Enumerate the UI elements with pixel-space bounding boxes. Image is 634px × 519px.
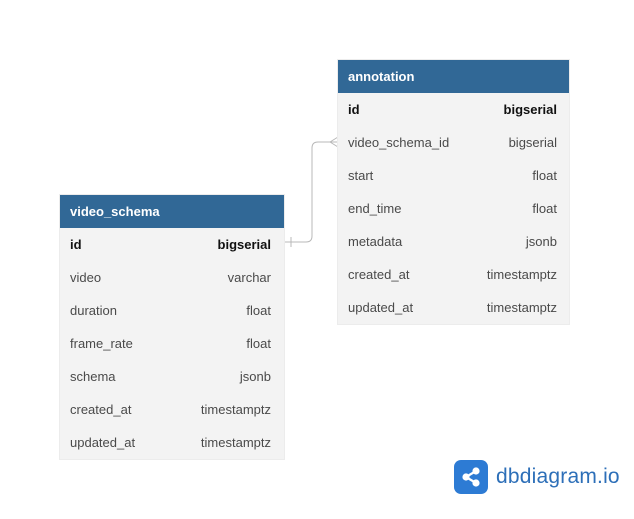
table-row[interactable]: frame_rate float bbox=[60, 327, 284, 360]
table-row[interactable]: duration float bbox=[60, 294, 284, 327]
column-type: bigserial bbox=[503, 102, 557, 117]
brand-wordmark: dbdiagram bbox=[496, 465, 598, 488]
table-video-schema[interactable]: video_schema id bigserial video varchar … bbox=[60, 195, 284, 459]
table-row[interactable]: created_at timestamptz bbox=[60, 393, 284, 426]
column-name: video bbox=[70, 270, 102, 285]
column-name: schema bbox=[70, 369, 116, 384]
column-name: updated_at bbox=[348, 300, 414, 315]
column-type: varchar bbox=[227, 270, 271, 285]
column-name: end_time bbox=[348, 201, 402, 216]
table-row[interactable]: id bigserial bbox=[338, 93, 569, 126]
column-type: jsonb bbox=[525, 234, 557, 249]
column-name: metadata bbox=[348, 234, 403, 249]
column-name: id bbox=[70, 237, 82, 252]
column-name: duration bbox=[70, 303, 117, 318]
column-name: start bbox=[348, 168, 374, 183]
column-type: timestamptz bbox=[200, 402, 271, 417]
column-type: timestamptz bbox=[200, 435, 271, 450]
table-header[interactable]: annotation bbox=[338, 60, 569, 93]
column-name: video_schema_id bbox=[348, 135, 450, 150]
column-type: float bbox=[532, 168, 557, 183]
table-row[interactable]: schema jsonb bbox=[60, 360, 284, 393]
connector-many-marker-bottom bbox=[329, 141, 339, 148]
column-name: updated_at bbox=[70, 435, 136, 450]
column-name: created_at bbox=[70, 402, 132, 417]
table-header[interactable]: video_schema bbox=[60, 195, 284, 228]
column-type: timestamptz bbox=[486, 267, 557, 282]
column-name: created_at bbox=[348, 267, 410, 282]
column-type: bigserial bbox=[508, 135, 557, 150]
share-nodes-icon bbox=[454, 460, 488, 494]
column-name: frame_rate bbox=[70, 336, 133, 351]
table-row[interactable]: updated_at timestamptz bbox=[60, 426, 284, 459]
brand-logo-link[interactable]: dbdiagram.io bbox=[454, 459, 620, 495]
brand-name: dbdiagram.io bbox=[496, 465, 620, 489]
column-type: float bbox=[246, 336, 271, 351]
table-row[interactable]: video_schema_id bigserial bbox=[338, 126, 569, 159]
column-type: timestamptz bbox=[486, 300, 557, 315]
table-row[interactable]: created_at timestamptz bbox=[338, 258, 569, 291]
table-row[interactable]: end_time float bbox=[338, 192, 569, 225]
column-type: bigserial bbox=[217, 237, 271, 252]
column-type: float bbox=[532, 201, 557, 216]
connector-many-marker-top bbox=[329, 136, 339, 143]
column-type: jsonb bbox=[239, 369, 271, 384]
table-row[interactable]: start float bbox=[338, 159, 569, 192]
table-row[interactable]: updated_at timestamptz bbox=[338, 291, 569, 324]
table-annotation[interactable]: annotation id bigserial video_schema_id … bbox=[338, 60, 569, 324]
column-name: id bbox=[348, 102, 360, 117]
connector-path bbox=[298, 141, 338, 243]
column-type: float bbox=[246, 303, 271, 318]
table-row[interactable]: id bigserial bbox=[60, 228, 284, 261]
brand-tld: .io bbox=[597, 465, 620, 488]
table-row[interactable]: metadata jsonb bbox=[338, 225, 569, 258]
table-row[interactable]: video varchar bbox=[60, 261, 284, 294]
